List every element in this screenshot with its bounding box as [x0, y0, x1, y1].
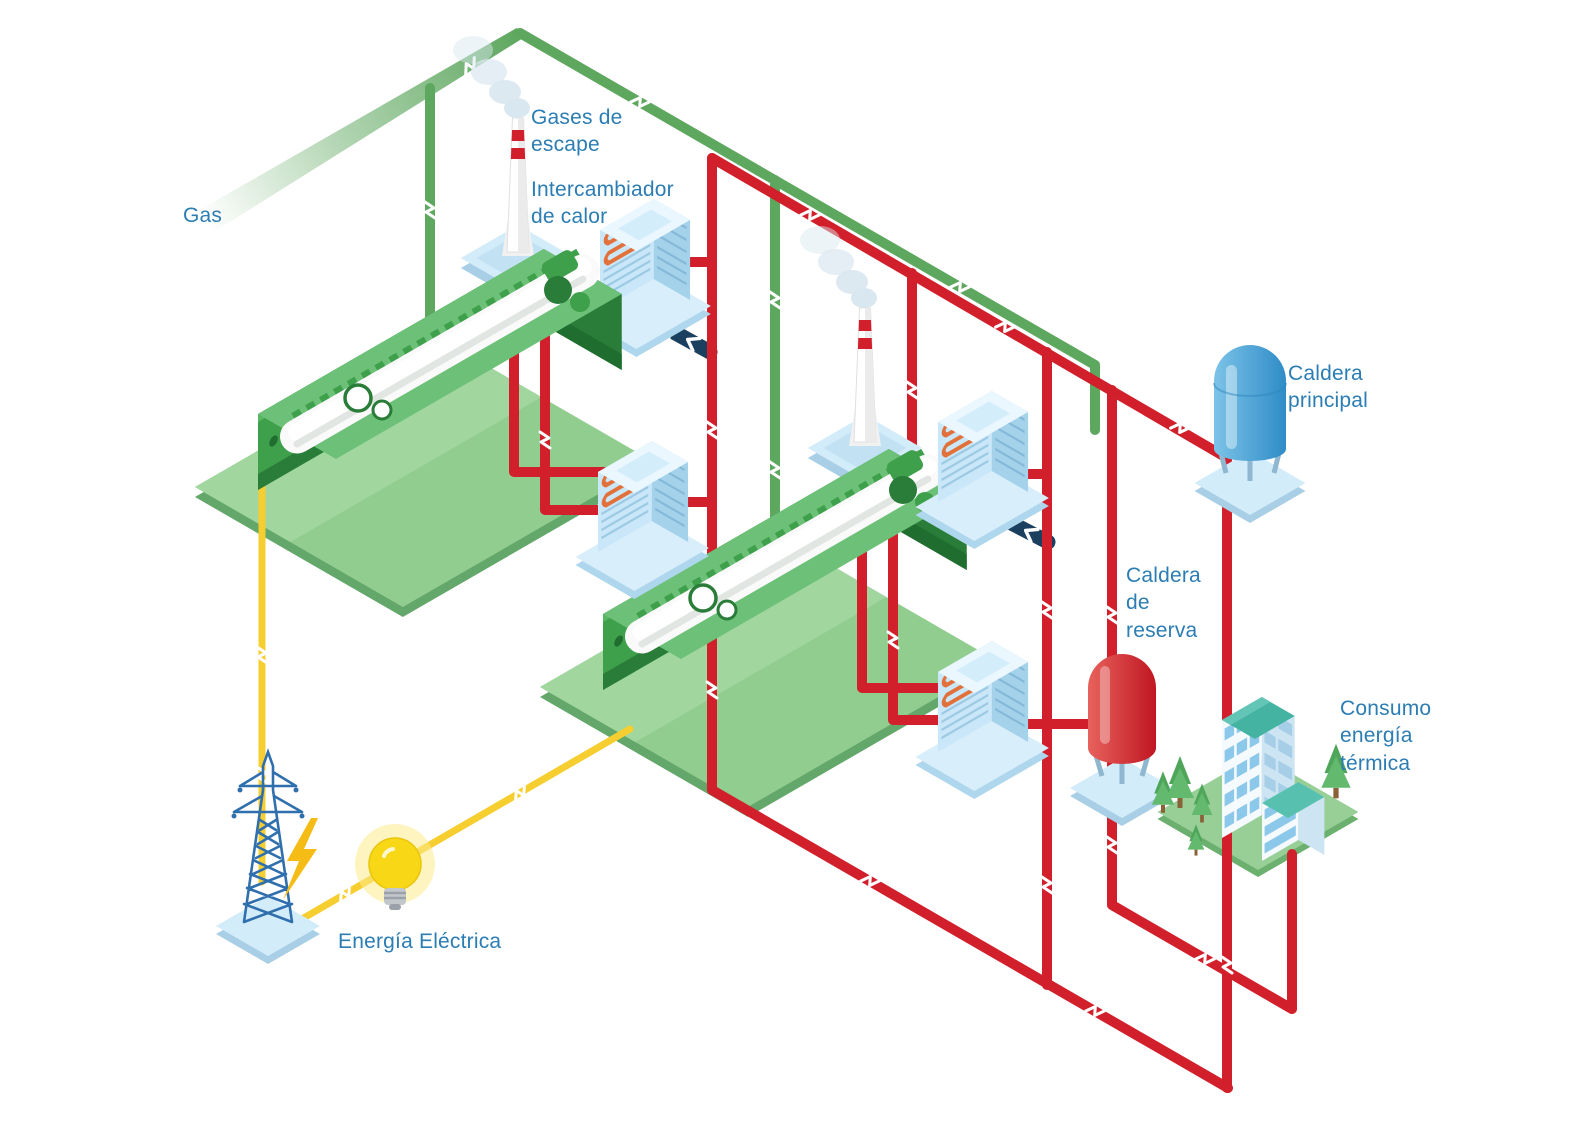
smoke-2	[800, 226, 877, 308]
lightning-bolt-icon	[283, 818, 318, 900]
label-gas: Gas	[183, 204, 223, 227]
engine-platform-1	[195, 342, 654, 617]
light-bulb-icon	[355, 824, 435, 910]
label-main-boiler: Caldera principal	[1288, 362, 1369, 413]
label-exhaust-gases: Gases de escape	[531, 106, 623, 157]
label-thermal-consumption: Consumo energía térmica	[1340, 697, 1432, 775]
smoke-1	[453, 36, 530, 118]
gas-pipes	[198, 27, 1100, 567]
label-reserve-boiler: Caldera de reserva	[1126, 564, 1201, 642]
building-wing	[1262, 782, 1325, 861]
electricity-lines	[258, 481, 634, 927]
label-electric-energy: Energía Eléctrica	[338, 930, 502, 953]
label-heat-exchanger: Intercambiador de calor	[531, 178, 674, 229]
consumer-building	[1151, 697, 1351, 861]
